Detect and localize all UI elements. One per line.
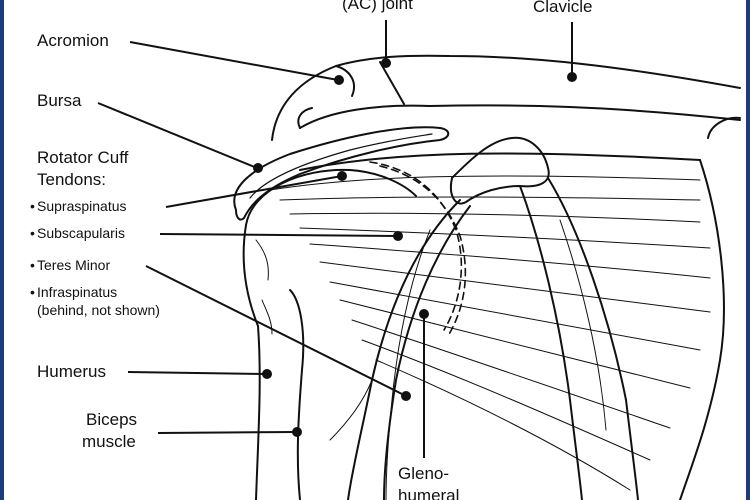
teres-minor-label: •Teres Minor <box>30 257 110 273</box>
leader-teres-minor <box>145 265 411 401</box>
acromion-label: Acromion <box>37 31 109 50</box>
leader-ac-joint <box>381 20 391 68</box>
supraspinatus-text: Supraspinatus <box>37 198 127 214</box>
rotator-cuff-label-line2: Tendons: <box>37 170 106 189</box>
clavicle-acromion-bone <box>271 54 741 141</box>
biceps-label-line2: muscle <box>82 432 136 451</box>
clavicle-label: Clavicle <box>533 0 593 16</box>
leader-biceps <box>157 427 302 437</box>
glenohumeral-dashed-line <box>369 161 467 337</box>
infraspinatus-label: •Infraspinatus <box>30 284 117 300</box>
bullet-glyph: • <box>30 284 35 300</box>
leader-subscapularis <box>159 231 403 241</box>
bullet-glyph: • <box>30 198 35 214</box>
biceps-tendons <box>329 136 639 500</box>
infraspinatus-note: (behind, not shown) <box>37 302 160 318</box>
rotator-cuff-fibers <box>269 152 725 500</box>
humerus-label: Humerus <box>37 362 106 381</box>
glenohumeral-label-line1: Gleno- <box>398 464 450 483</box>
leader-supraspinatus <box>165 171 347 208</box>
bursa-label: Bursa <box>37 91 82 110</box>
leader-bursa <box>97 102 263 173</box>
ac-joint-label: (AC) joint <box>342 0 413 13</box>
glenohumeral-label-line2: humeral <box>398 486 460 500</box>
humerus-bone <box>242 168 417 500</box>
infraspinatus-text: Infraspinatus <box>37 284 118 300</box>
bullet-glyph: • <box>30 225 35 241</box>
bullet-glyph: • <box>30 257 35 273</box>
frame-right-border <box>746 0 750 500</box>
bursa-shape <box>233 126 450 221</box>
frame-left-border <box>0 0 4 500</box>
leader-glenohumeral <box>419 309 429 458</box>
rotator-cuff-label-line1: Rotator Cuff <box>37 148 129 167</box>
subscapularis-text: Subscapularis <box>37 225 125 241</box>
leader-humerus <box>127 369 272 379</box>
subscapularis-label: •Subscapularis <box>30 225 125 241</box>
biceps-label-line1: Biceps <box>86 410 138 429</box>
leader-clavicle <box>567 22 577 82</box>
teres-minor-text: Teres Minor <box>37 257 111 273</box>
leader-acromion <box>129 41 344 85</box>
supraspinatus-label: •Supraspinatus <box>30 198 127 214</box>
